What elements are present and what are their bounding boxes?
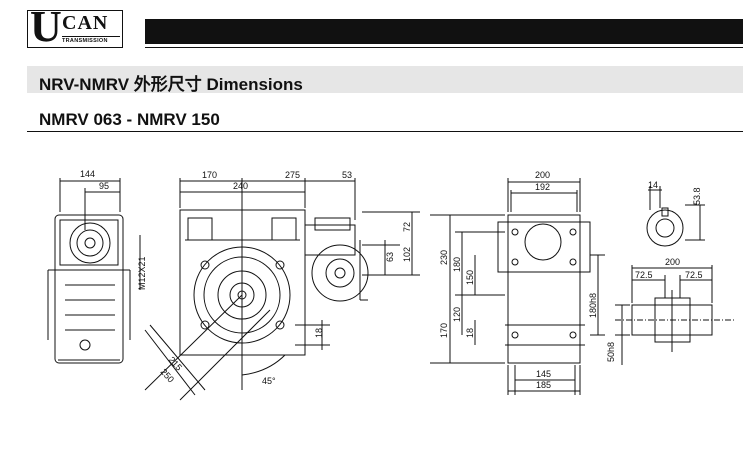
header-rule [145,47,743,48]
title-band: NRV-NMRV 外形尺寸 Dimensions [27,66,743,94]
dim-front-72: 72 [402,222,412,232]
dim-front-250: 250 [159,367,176,385]
dim-shaft-50h8: 50h8 [606,342,616,362]
dim-mount-192: 192 [535,182,550,192]
dim-mount-180: 180 [452,257,462,272]
logo-subtext: TRANSMISSION [62,38,108,44]
dim-shaft-200: 200 [665,257,680,267]
front-view [144,178,420,401]
dim-side-144: 144 [80,169,95,179]
logo-word: CAN [62,12,109,34]
dim-mount-18: 18 [465,328,475,338]
dim-mount-230: 230 [439,250,449,265]
logo-rule [62,36,120,37]
page-title: NRV-NMRV 外形尺寸 Dimensions [39,75,303,94]
dim-mount-185: 185 [536,380,551,390]
dim-shaft-14: 14 [648,180,658,190]
dim-mount-150: 150 [465,270,475,285]
dim-side-m12x21: M12X21 [137,256,147,290]
dim-mount-200: 200 [535,170,550,180]
dim-front-18: 18 [314,328,324,338]
header-bar [145,19,743,44]
mounting-view [430,178,605,395]
dim-front-102: 102 [402,247,412,262]
dim-mount-180h8: 180h8 [588,293,598,318]
dim-front-53: 53 [342,170,352,180]
subtitle-rule [27,131,743,132]
dim-mount-120: 120 [452,307,462,322]
dim-mount-170: 170 [439,323,449,338]
shaft-view [615,186,735,365]
dim-mount-145: 145 [536,369,551,379]
side-view [47,178,141,364]
logo-letter-u: U [30,2,62,51]
dim-shaft-72-5-right: 72.5 [685,270,703,280]
dim-front-275: 275 [285,170,300,180]
dim-front-45deg: 45° [262,376,276,386]
dim-side-95: 95 [99,181,109,191]
model-range-subtitle: NMRV 063 - NMRV 150 [39,110,220,129]
dim-shaft-72-5-left: 72.5 [635,270,653,280]
dim-front-170: 170 [202,170,217,180]
dim-front-63: 63 [385,252,395,262]
dim-front-240: 240 [233,181,248,191]
ucan-logo: U CAN TRANSMISSION [27,5,123,49]
dim-shaft-53-8: 53.8 [692,187,702,205]
